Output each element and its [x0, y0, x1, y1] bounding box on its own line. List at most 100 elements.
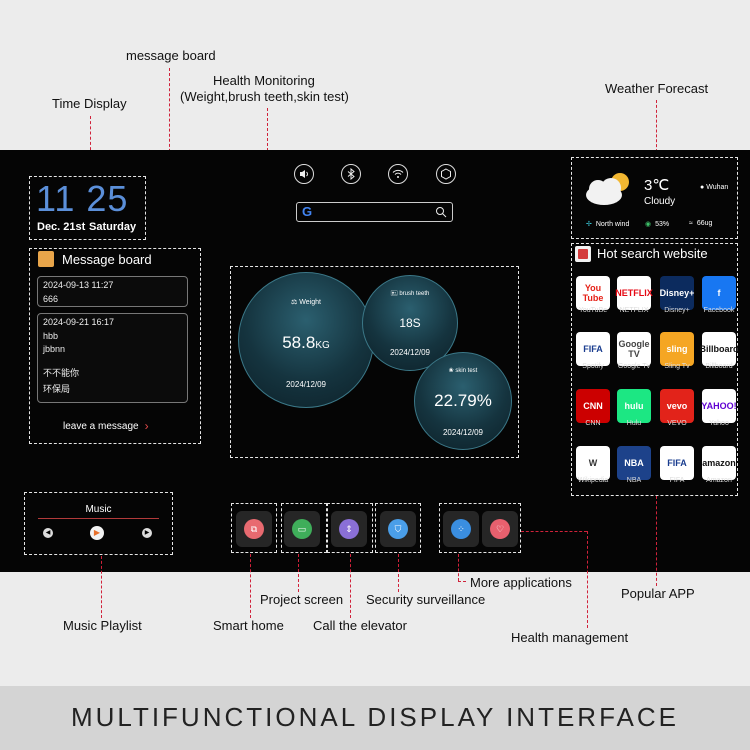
app-tile[interactable]: CNN — [576, 389, 610, 423]
app-label: CNN — [585, 420, 601, 427]
app-label: Amazon — [706, 477, 732, 484]
cloudy-sun-icon — [586, 173, 629, 205]
app-label: Sling Tv — [664, 363, 690, 370]
app-label: Hulu — [626, 420, 642, 427]
brush-date: 2024/12/09 — [389, 348, 431, 357]
clock-day: Saturday — [89, 221, 137, 233]
hot-search-frame — [571, 243, 738, 496]
volume-icon[interactable] — [294, 164, 314, 184]
message-board-title: Message board — [62, 252, 152, 267]
footer-band — [0, 686, 750, 750]
callout-popular-app: Popular APP — [621, 586, 695, 601]
weather-humidity: ◉53% — [645, 220, 670, 229]
weight-label: ⚖ Weight — [291, 299, 321, 306]
message-line: 环保局 — [43, 384, 71, 394]
app-tile[interactable]: NBA — [617, 446, 651, 480]
app-tile[interactable]: hulu — [617, 389, 651, 423]
message-board-frame — [29, 248, 201, 444]
app-logo-icon: W — [588, 458, 598, 468]
app-tile[interactable]: FIFA — [576, 332, 610, 366]
app-logo-icon: CNN — [583, 401, 603, 411]
app-logo-icon: Google TV — [618, 339, 650, 359]
app-label: NETFLIX — [619, 307, 649, 314]
app-tile[interactable]: Billboard — [700, 332, 739, 366]
humidity-text: 53% — [655, 220, 670, 228]
location-pin-icon: ● — [700, 184, 705, 191]
weather-location: ●Wuhan — [700, 184, 728, 191]
air-text: 66ug — [696, 220, 713, 227]
app-tile[interactable]: Disney+ — [660, 276, 694, 310]
app-tile[interactable]: NETFLIX — [615, 276, 653, 310]
app-label: Spotify — [582, 363, 604, 370]
app-tile[interactable]: amazon — [702, 446, 736, 480]
app-tile[interactable]: W — [576, 446, 610, 480]
app-label: VEVO — [667, 420, 687, 427]
next-icon[interactable]: ▶ — [142, 528, 152, 538]
app-tile[interactable]: f — [702, 276, 736, 310]
smart-home-icon: ⧉ — [244, 519, 264, 539]
connector-elevator — [350, 554, 351, 618]
connector-music — [101, 556, 102, 618]
message-line: jbbnn — [43, 344, 66, 354]
app-label: Google Tv — [617, 363, 651, 370]
app-tile[interactable]: FIFA — [660, 446, 694, 480]
app-logo-icon: YAHOO! — [701, 401, 737, 411]
chevron-right-icon: › — [144, 419, 149, 433]
skin-test-circle[interactable]: ❀ skin test 22.79% 2024/12/09 — [414, 352, 512, 450]
music-divider — [38, 518, 159, 519]
app-logo-icon: FIFA — [583, 344, 603, 354]
hot-search-icon — [575, 246, 591, 262]
health-management-button[interactable]: ♡ — [482, 511, 518, 547]
play-icon[interactable]: ▶ — [90, 526, 104, 540]
more-apps-button[interactable]: ⁘ — [443, 511, 479, 547]
bluetooth-icon[interactable] — [341, 164, 361, 184]
brush-teeth-circle[interactable]: 🖭 brush teeth 18S 2024/12/09 — [362, 275, 458, 371]
security-button[interactable]: ⛉ — [380, 511, 416, 547]
message-card[interactable]: 2024-09-13 11:27 666 — [37, 276, 188, 307]
smart-home-button[interactable]: ⧉ — [236, 511, 272, 547]
air-quality-icon: ≈ — [689, 220, 693, 227]
app-tile[interactable]: sling — [660, 332, 694, 366]
hexagon-settings-icon[interactable] — [436, 164, 456, 184]
security-icon: ⛉ — [388, 519, 408, 539]
app-tile[interactable]: You Tube — [576, 276, 610, 310]
app-label: Yahoo — [709, 420, 729, 427]
app-logo-icon: FIFA — [667, 458, 687, 468]
weight-date: 2024/12/09 — [285, 380, 327, 389]
message-card[interactable]: 2024-09-21 16:17 hbb jbbnn 不不能你 环保局 — [37, 313, 188, 403]
app-tile[interactable]: YAHOO! — [701, 389, 737, 423]
previous-icon[interactable]: ◀ — [43, 528, 53, 538]
weather-condition: Cloudy — [644, 196, 676, 207]
app-label: YouTuBe — [578, 307, 608, 314]
project-screen-button[interactable]: ▭ — [284, 511, 320, 547]
search-bar[interactable]: G — [296, 202, 453, 222]
security-frame — [375, 503, 421, 553]
callout-weather-forecast: Weather Forecast — [605, 81, 709, 96]
connector-smart-home — [250, 554, 251, 618]
skin-date: 2024/12/09 — [442, 428, 484, 437]
skin-label: ❀ skin test — [448, 368, 478, 374]
footer-title: MULTIFUNCTIONAL DISPLAY INTERFACE — [70, 702, 679, 732]
elevator-icon: ⇕ — [339, 519, 359, 539]
wind-icon: ✢ — [586, 221, 592, 228]
app-label: FIFA — [669, 477, 685, 484]
app-tile[interactable]: Google TV — [617, 332, 651, 366]
health-management-icon: ♡ — [490, 519, 510, 539]
search-input[interactable] — [319, 205, 429, 219]
leave-message-button[interactable]: leave a message › — [63, 419, 149, 433]
message-timestamp: 2024-09-21 16:17 — [43, 317, 115, 327]
wifi-icon[interactable] — [388, 164, 408, 184]
clock-time: 11 25 — [36, 178, 129, 219]
weight-unit: KG — [315, 340, 330, 351]
app-label: NBA — [626, 477, 642, 484]
elevator-button[interactable]: ⇕ — [331, 511, 367, 547]
hot-search-title: Hot search website — [597, 246, 708, 261]
callout-music-playlist: Music Playlist — [63, 618, 142, 633]
app-tile[interactable]: vevo — [660, 389, 694, 423]
app-label: Wikipedia — [577, 477, 609, 484]
weather-wind: ✢North wind — [586, 220, 629, 229]
weight-circle[interactable]: ⚖ Weight 58.8KG 2024/12/09 — [238, 272, 374, 408]
search-icon[interactable] — [435, 206, 447, 218]
app-logo-icon: You Tube — [582, 283, 604, 303]
more-apps-icon: ⁘ — [451, 519, 471, 539]
